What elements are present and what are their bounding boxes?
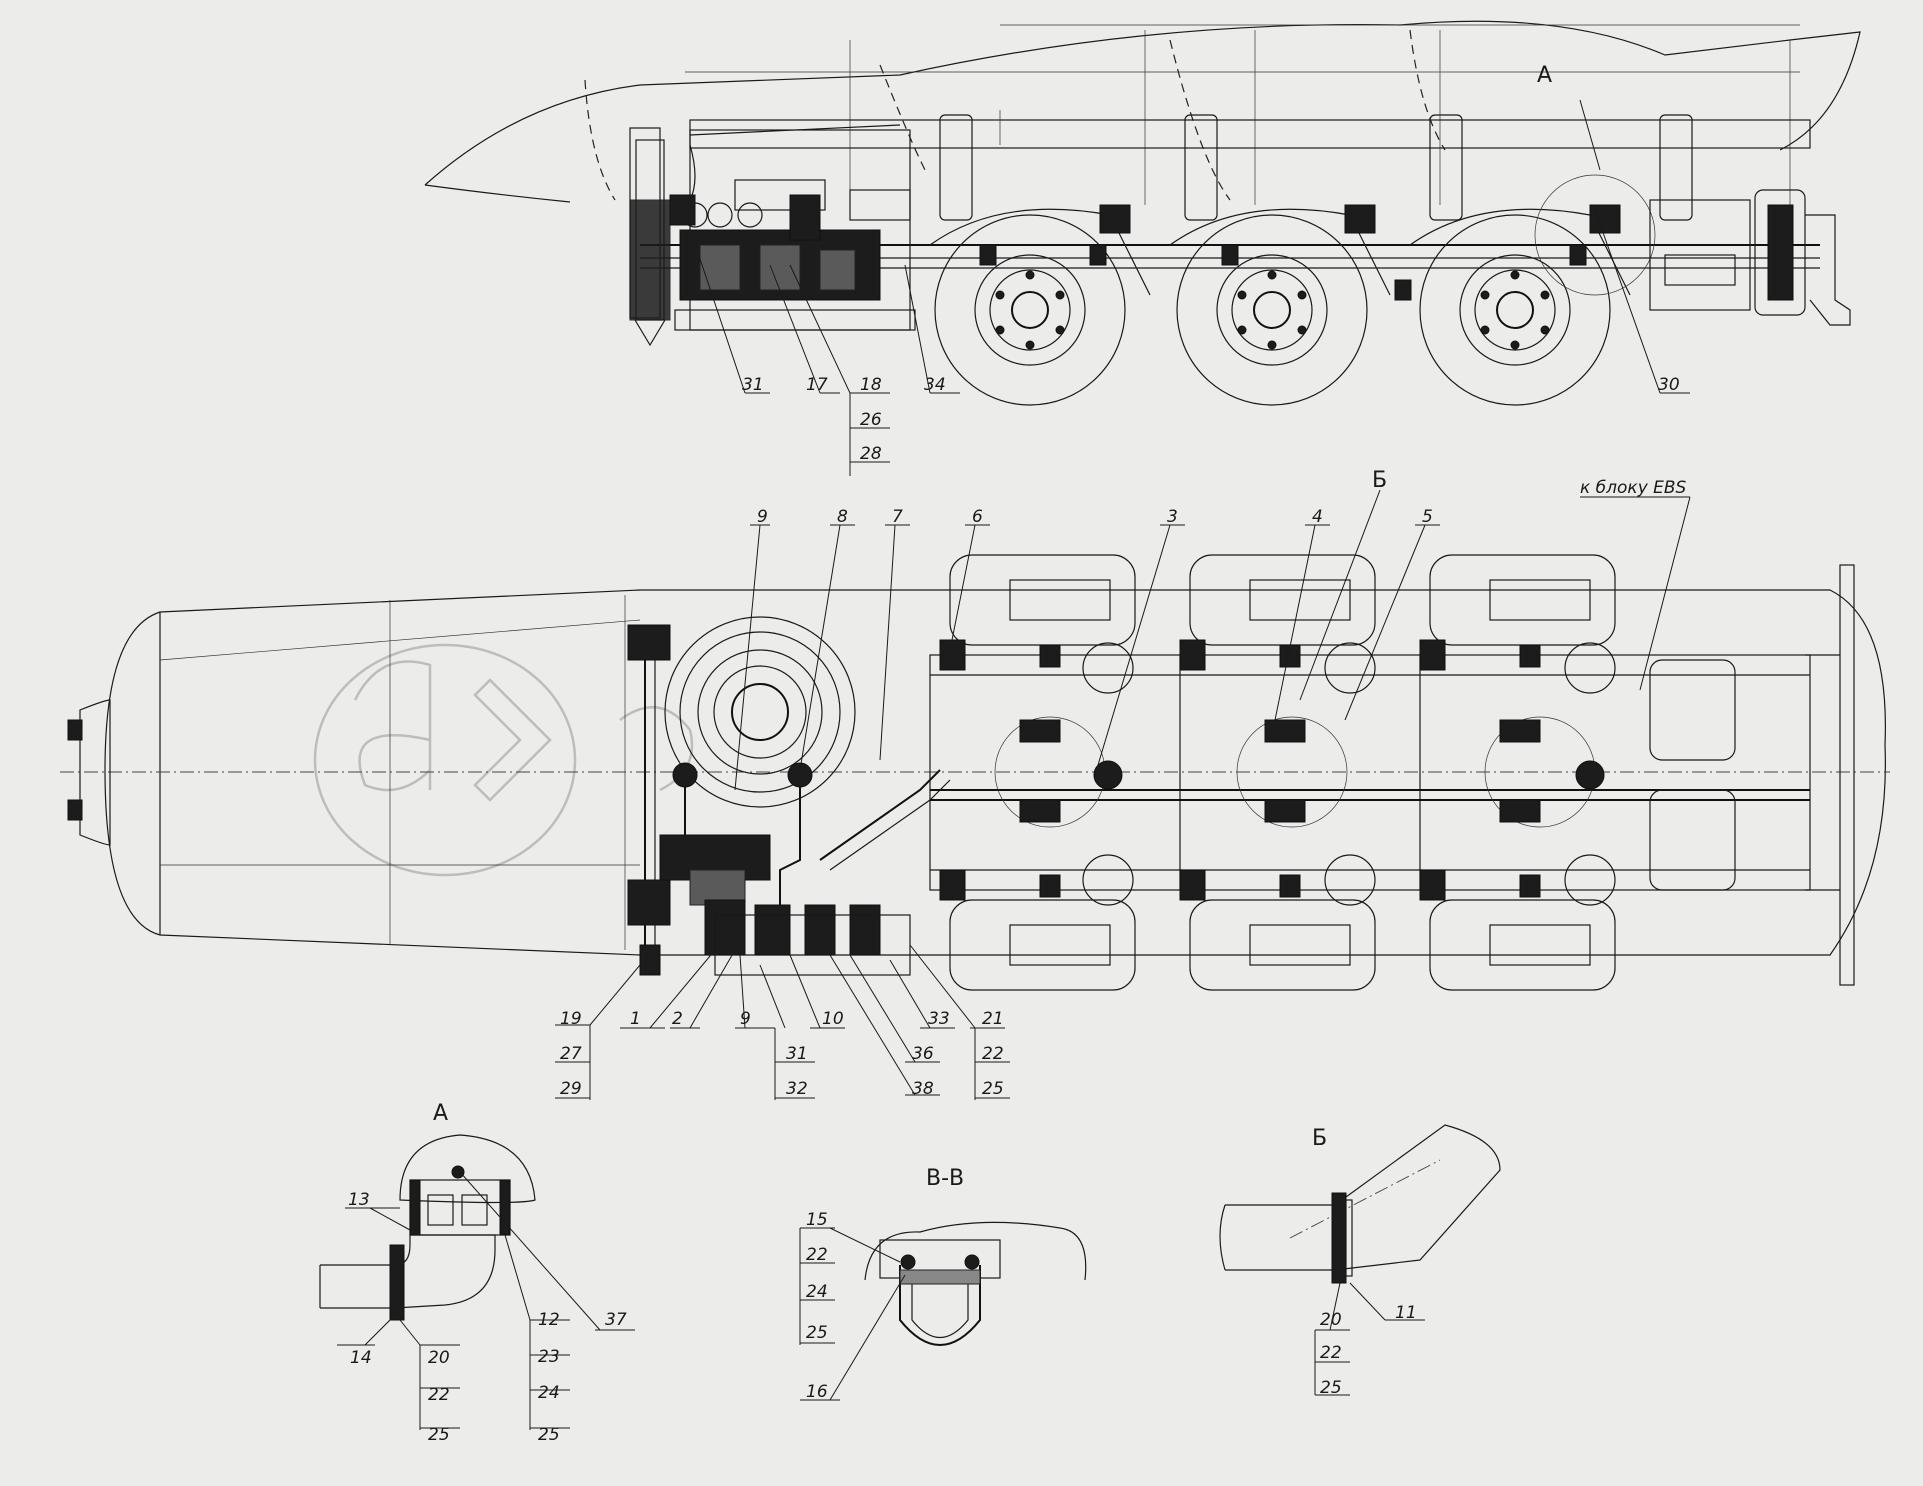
callout-25b-a: 25 <box>538 1425 560 1445</box>
callout-38: 38 <box>912 1079 934 1099</box>
callout-14: 14 <box>350 1348 372 1368</box>
detail-a: А 13 14 20 22 25 12 23 <box>319 1101 635 1445</box>
callout-1: 1 <box>630 1009 641 1029</box>
callout-25-vv: 25 <box>806 1323 828 1343</box>
callout-19: 19 <box>560 1009 582 1029</box>
top-view: 9 8 7 6 3 4 5 Б к блоку EBS <box>60 468 1890 1100</box>
callout-30: 30 <box>1658 375 1680 395</box>
side-wheels <box>934 214 1611 406</box>
callout-24-a: 24 <box>538 1383 560 1403</box>
callout-15: 15 <box>806 1210 828 1230</box>
callout-12: 12 <box>538 1310 560 1330</box>
section-vv: В-В 15 22 24 25 16 <box>799 1166 1087 1402</box>
valve-cluster-top <box>659 834 911 976</box>
callout-11: 11 <box>1395 1303 1417 1323</box>
detail-marker-b: Б <box>1372 468 1387 493</box>
watermark-logo <box>313 643 694 877</box>
detail-b-title: Б <box>1312 1126 1327 1151</box>
callout-17: 17 <box>806 375 828 395</box>
callout-20-a: 20 <box>428 1348 450 1368</box>
callout-21: 21 <box>982 1009 1004 1029</box>
callout-22-b: 22 <box>1320 1343 1342 1363</box>
callout-2: 2 <box>672 1009 683 1029</box>
callout-13: 13 <box>348 1190 370 1210</box>
valve-block-side <box>669 194 881 301</box>
callout-5: 5 <box>1422 507 1433 527</box>
detail-marker-a: А <box>1537 63 1552 88</box>
callout-25-top: 25 <box>982 1079 1004 1099</box>
callout-16: 16 <box>806 1382 828 1402</box>
callout-7: 7 <box>892 507 903 527</box>
callout-27: 27 <box>560 1044 582 1064</box>
callout-20-b: 20 <box>1320 1310 1342 1330</box>
callout-9-bottom: 9 <box>740 1009 751 1029</box>
callout-32: 32 <box>786 1079 808 1099</box>
callout-37: 37 <box>605 1310 627 1330</box>
callout-22-top: 22 <box>982 1044 1004 1064</box>
section-vv-title: В-В <box>926 1166 964 1191</box>
callout-18: 18 <box>860 375 882 395</box>
callout-22-vv: 22 <box>806 1245 828 1265</box>
callout-22-a: 22 <box>428 1385 450 1405</box>
spare-wheel <box>664 616 856 808</box>
callout-4: 4 <box>1312 507 1323 527</box>
detail-a-title: А <box>433 1101 448 1126</box>
callout-36: 36 <box>912 1044 934 1064</box>
callout-3: 3 <box>1167 507 1178 527</box>
side-view: 31 17 18 26 28 34 30 А <box>424 20 1861 476</box>
callout-23: 23 <box>538 1347 560 1367</box>
callout-25-a: 25 <box>428 1425 450 1445</box>
callout-31-bottom: 31 <box>786 1044 808 1064</box>
callout-33: 33 <box>928 1009 950 1029</box>
callout-26: 26 <box>860 410 882 430</box>
callout-31-side: 31 <box>742 375 764 395</box>
callout-25-b: 25 <box>1320 1378 1342 1398</box>
callout-9-top: 9 <box>757 507 768 527</box>
callout-34: 34 <box>924 375 946 395</box>
callout-29: 29 <box>560 1079 582 1099</box>
callout-6: 6 <box>972 507 983 527</box>
callout-28: 28 <box>860 444 882 464</box>
ebs-note: к блоку EBS <box>1580 478 1687 498</box>
detail-b: Б 20 22 25 11 <box>1219 1124 1501 1398</box>
callout-10: 10 <box>822 1009 844 1029</box>
callout-8: 8 <box>837 507 848 527</box>
callout-24-vv: 24 <box>806 1282 828 1302</box>
